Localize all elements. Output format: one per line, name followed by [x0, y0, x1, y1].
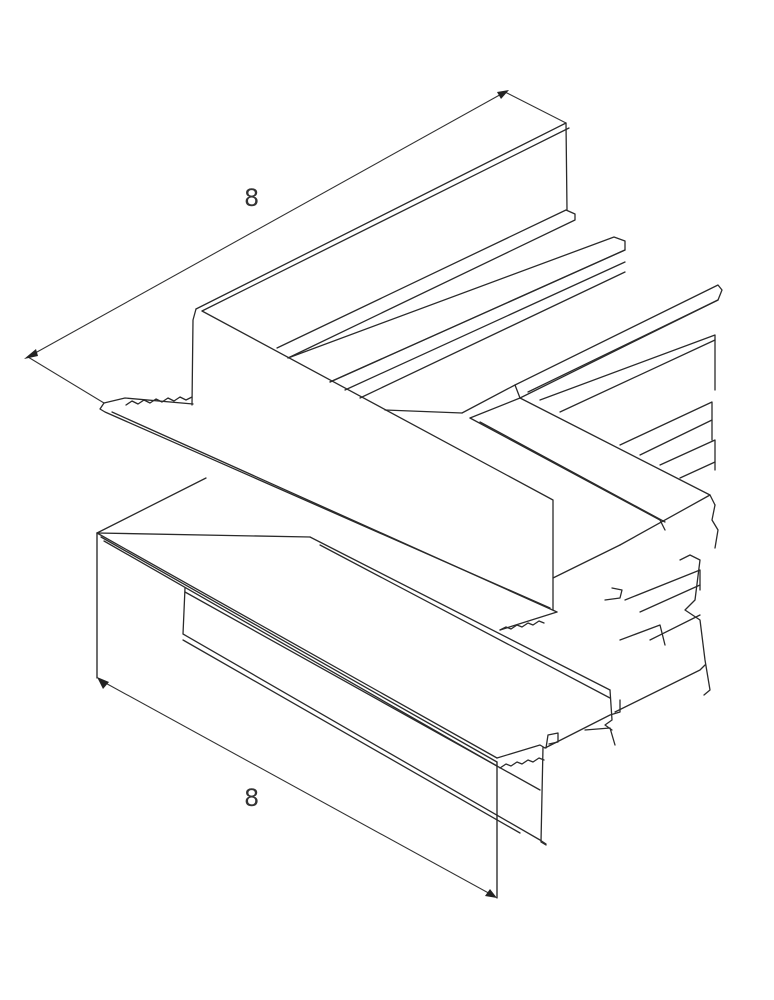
- bottom-dimension-label: 8: [244, 784, 260, 812]
- top-dimension-label: 8: [244, 184, 260, 212]
- upper-profile: [99, 122, 723, 631]
- top-dimension: [24, 90, 567, 404]
- lower-profile: [96, 477, 711, 899]
- bottom-dimension: [96, 533, 498, 898]
